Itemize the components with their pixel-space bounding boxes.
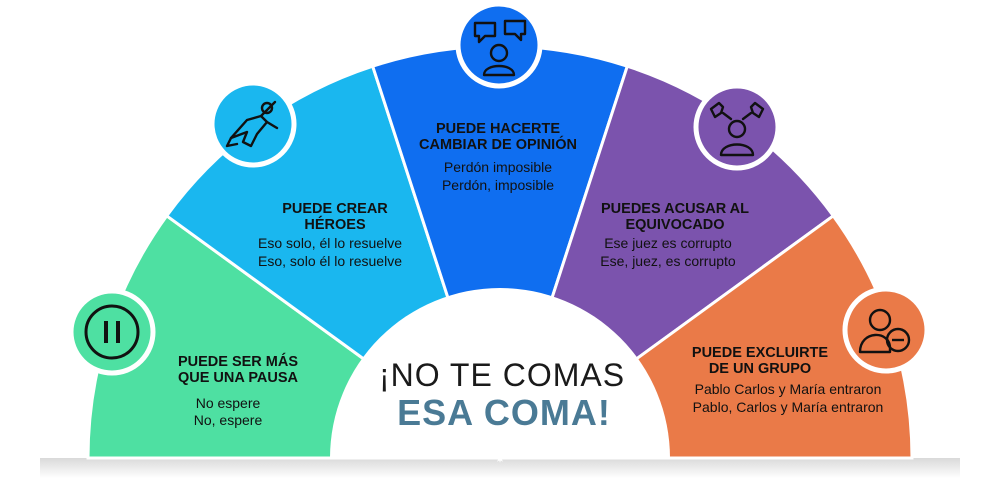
segment-title-line: PUEDE SER MÁS <box>178 353 298 370</box>
segment-title-line: PUEDE CREAR <box>282 201 388 217</box>
segment-example: Eso solo, él lo resuelve <box>258 235 402 251</box>
segment-opinion: PUEDE HACERTE CAMBIAR DE OPINIÓN Perdón … <box>419 1 577 193</box>
segment-pause: PUEDE SER MÁS QUE UNA PAUSA No espere No… <box>68 288 299 428</box>
pause-icon <box>68 288 156 376</box>
center-disc <box>330 288 670 458</box>
segment-example: No, espere <box>194 412 263 428</box>
segment-example: No espere <box>196 395 261 411</box>
segment-example: Eso, solo él lo resuelve <box>258 253 402 269</box>
segment-example: Pablo Carlos y María entraron <box>695 381 882 397</box>
segment-title-line: PUEDE HACERTE <box>436 121 560 137</box>
pointing-hands-icon <box>693 83 781 171</box>
segment-accuse: PUEDES ACUSAR AL EQUIVOCADO Ese juez es … <box>600 83 781 269</box>
segment-example: Perdón imposible <box>444 159 552 175</box>
segment-example: Perdón, imposible <box>442 177 554 193</box>
segment-title-line: CAMBIAR DE OPINIÓN <box>419 135 577 153</box>
segment-title-line: DE UN GRUPO <box>709 361 811 377</box>
hero-icon <box>209 80 297 168</box>
floor-shadow <box>40 458 960 478</box>
segment-example: Ese, juez, es corrupto <box>600 253 736 269</box>
headline-line-2: ESA COMA! <box>397 392 611 433</box>
remove-user-icon <box>842 286 930 374</box>
segment-title-line: HÉROES <box>304 216 366 233</box>
segment-title-line: QUE UNA PAUSA <box>178 370 299 386</box>
segment-title-line: PUEDES ACUSAR AL <box>601 201 749 217</box>
segment-title-line: PUEDE EXCLUIRTE <box>692 345 828 361</box>
segment-title-line: EQUIVOCADO <box>625 217 724 233</box>
speech-bubbles-icon <box>455 1 543 89</box>
segment-exclude: PUEDE EXCLUIRTE DE UN GRUPO Pablo Carlos… <box>692 286 930 415</box>
segment-example: Ese juez es corrupto <box>604 235 732 251</box>
headline-line-1: ¡NO TE COMAS <box>379 357 625 393</box>
segment-heroes: PUEDE CREAR HÉROES Eso solo, él lo resue… <box>209 80 402 269</box>
segment-example: Pablo, Carlos y María entraron <box>693 399 884 415</box>
